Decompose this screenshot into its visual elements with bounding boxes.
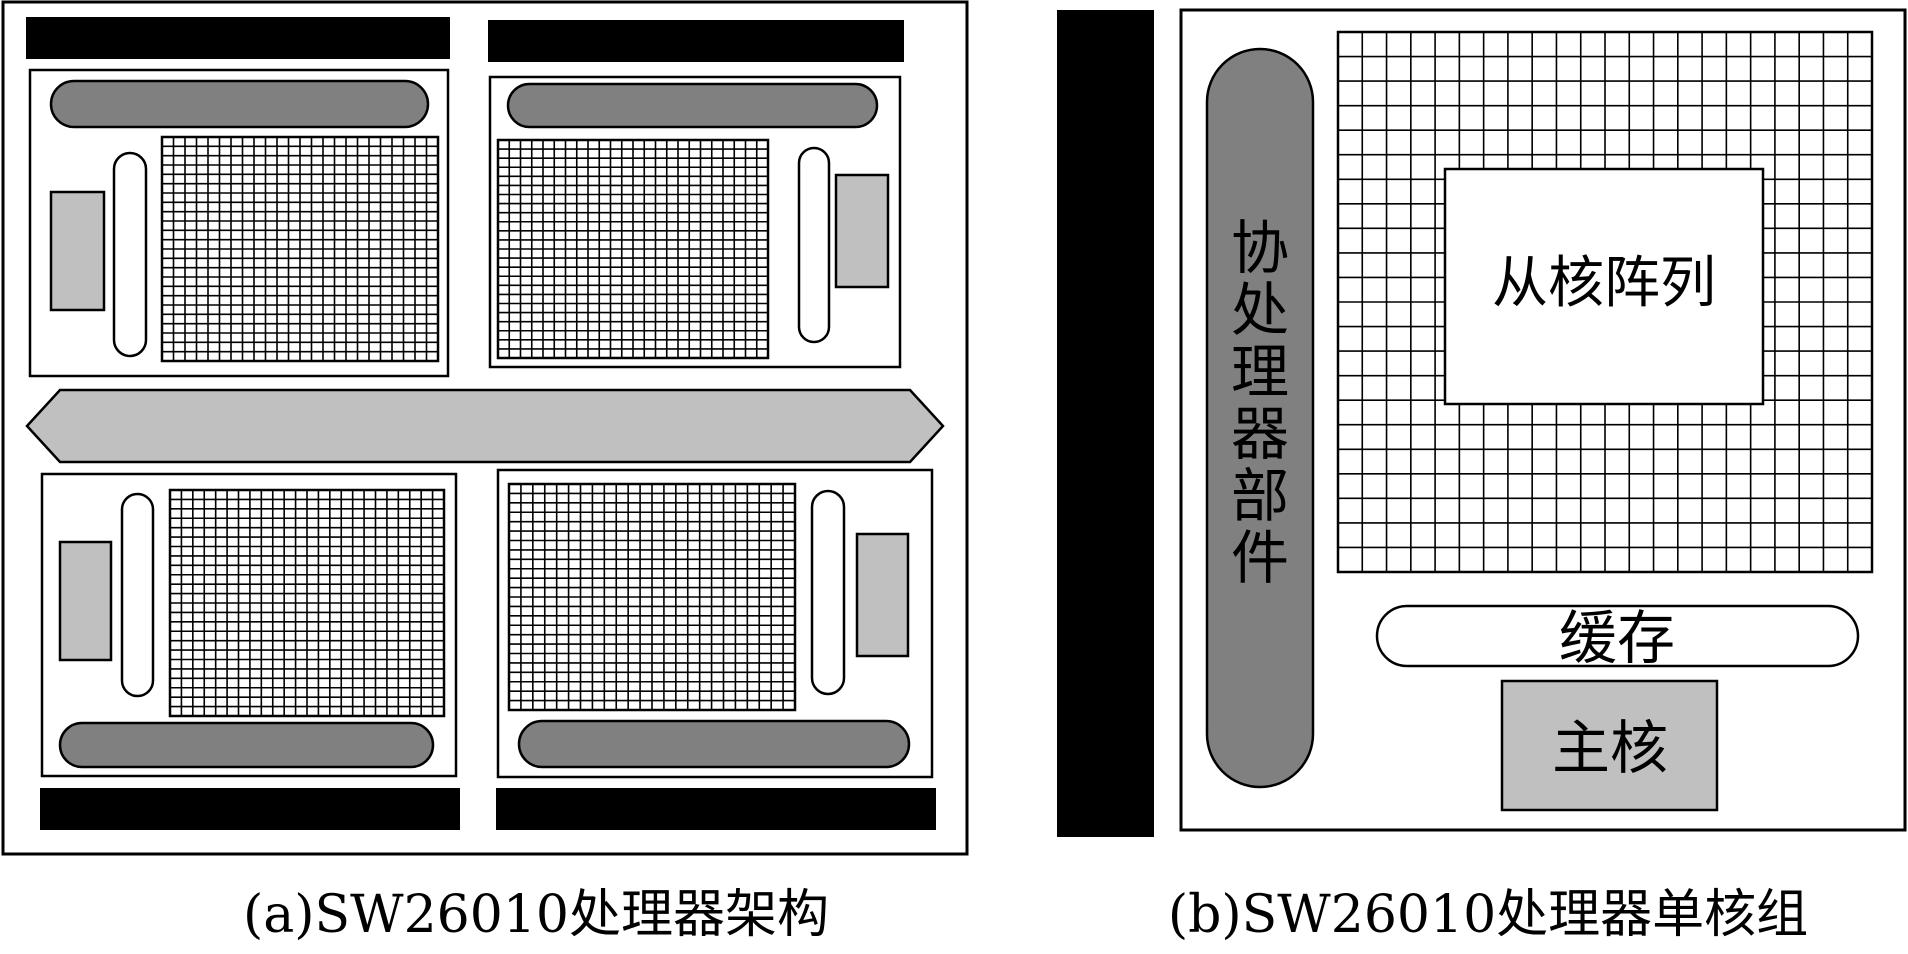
grid-lines	[162, 137, 438, 361]
cache	[1375, 604, 1860, 668]
network-on-chip-bus	[25, 388, 945, 464]
slave-core-array	[168, 488, 446, 718]
master-core	[1500, 679, 1719, 812]
grid-lines	[170, 490, 444, 716]
caption-b: (b)SW26010处理器单核组	[1168, 885, 1808, 945]
master-core	[834, 173, 890, 289]
panel-b-single-core-group: 协处理器部件 从核阵列 缓存 主核	[1057, 8, 1907, 837]
coprocessor-unit	[517, 719, 911, 769]
master-core	[855, 532, 910, 658]
grid-lines	[498, 140, 768, 358]
slave-core-array	[496, 138, 770, 360]
cache-label: 缓存	[1559, 604, 1675, 672]
memory-bar-top-right	[488, 20, 904, 62]
memory-bar-bottom-right	[496, 788, 936, 830]
slave-array-label-box	[1443, 167, 1765, 406]
coprocessor-unit	[1205, 47, 1315, 789]
memory-bar-bottom-left	[40, 788, 460, 830]
master-core	[49, 190, 106, 312]
cache	[810, 489, 846, 696]
slave-array-label: 从核阵列	[1492, 251, 1716, 316]
slave-core-array	[507, 482, 797, 712]
panel-a-processor-architecture	[1, 0, 969, 856]
coprocessor-label: 协处理器部件	[1231, 214, 1289, 592]
coprocessor-unit	[58, 721, 435, 769]
caption-a: (a)SW26010处理器架构	[243, 885, 829, 945]
cache	[120, 492, 155, 698]
cache	[112, 151, 148, 358]
memory-bar-top-left	[26, 17, 450, 59]
core-group-bottom-right	[496, 468, 934, 779]
core-group-top-left	[28, 68, 450, 378]
grid-lines	[509, 484, 795, 710]
memory-bar	[1057, 10, 1154, 837]
master-core-label: 主核	[1552, 714, 1668, 782]
core-group-top-right	[488, 75, 902, 369]
core-group-bottom-left	[40, 472, 458, 778]
master-core	[58, 540, 113, 662]
coprocessor-unit	[506, 82, 879, 129]
coprocessor-unit	[49, 79, 430, 129]
slave-core-array	[160, 135, 440, 363]
cache	[797, 146, 831, 344]
